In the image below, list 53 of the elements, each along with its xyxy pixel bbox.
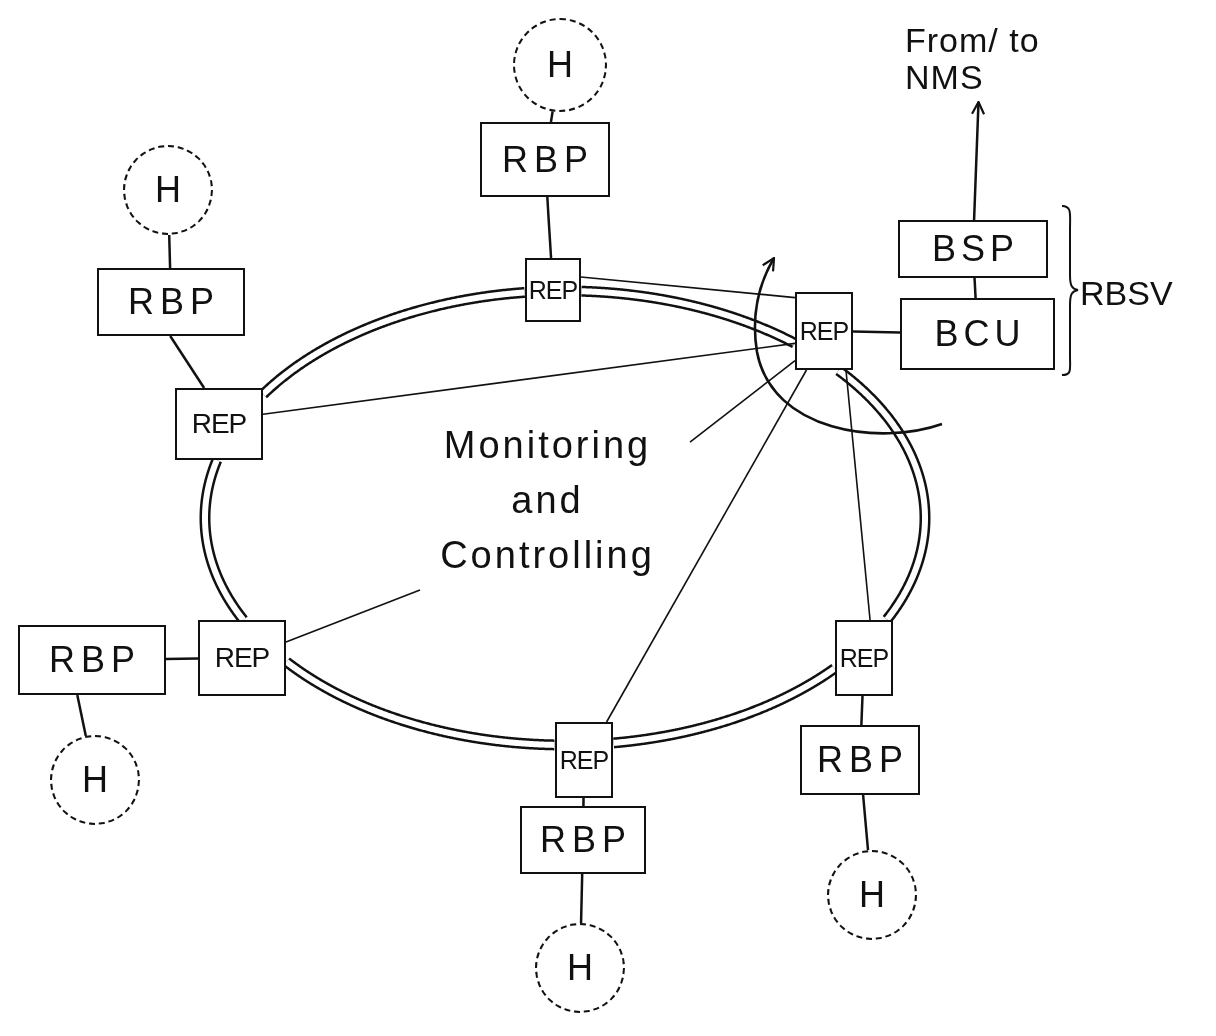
connector-line	[546, 196, 553, 259]
annotation-text: Monitoring and Controlling	[405, 418, 690, 590]
connector-line	[861, 794, 870, 851]
node-label: REP	[799, 318, 849, 344]
node-label: BCU	[934, 316, 1026, 352]
labeled-box	[198, 620, 286, 696]
labeled-box	[795, 292, 853, 370]
node-label: H	[155, 172, 181, 208]
annotation-text: From/ to NMS	[905, 22, 1055, 102]
connector-line	[605, 369, 808, 723]
connector-line	[285, 589, 421, 643]
labeled-box	[800, 725, 920, 795]
labeled-box	[555, 722, 613, 798]
connector-line	[76, 694, 88, 737]
labeled-box	[480, 122, 610, 197]
arrow	[970, 100, 986, 221]
connector-line	[549, 111, 554, 123]
node-label: REP	[839, 645, 889, 671]
connector-line	[689, 359, 796, 444]
connector-line	[973, 277, 977, 299]
connector-line	[169, 335, 206, 389]
connector-line	[579, 873, 584, 924]
node-label: REP	[214, 644, 270, 672]
node-label: RBP	[128, 284, 220, 320]
node-label: REP	[559, 747, 609, 773]
connector-line	[580, 276, 796, 299]
node-label: H	[82, 762, 108, 798]
labeled-box	[900, 298, 1055, 370]
labeled-box	[175, 388, 263, 460]
node-label: REP	[191, 410, 247, 438]
node-label: H	[547, 47, 573, 83]
node-label: BSP	[931, 231, 1019, 267]
node-label: RBP	[502, 141, 594, 178]
connector-line	[860, 695, 864, 726]
labeled-box	[525, 258, 581, 322]
connector-line	[845, 369, 871, 621]
node-label: RBP	[540, 822, 632, 858]
connector-line	[852, 330, 901, 334]
connector-line	[166, 657, 198, 661]
labeled-box	[18, 625, 166, 695]
group-label: RBSV	[1080, 276, 1173, 310]
connector-line	[167, 234, 172, 269]
node-label: H	[567, 950, 593, 986]
labeled-box	[835, 620, 893, 696]
labeled-box	[898, 220, 1048, 278]
node-label: RBP	[49, 642, 141, 678]
connector-line	[582, 798, 585, 806]
node-label: RBP	[817, 742, 909, 778]
labeled-box	[97, 268, 245, 336]
node-label: H	[859, 877, 885, 913]
connector-line	[262, 342, 796, 416]
node-label: REP	[528, 277, 578, 303]
labeled-box	[520, 806, 646, 874]
